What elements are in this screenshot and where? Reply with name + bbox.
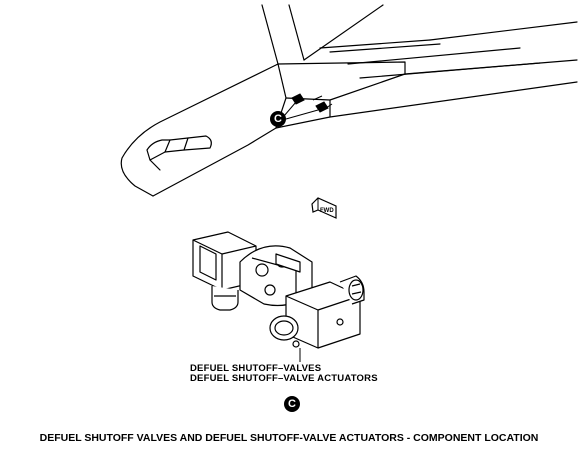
leader-lines xyxy=(283,101,319,120)
fwd-arrow-icon: FWD xyxy=(311,197,337,219)
aircraft-outline xyxy=(120,4,578,197)
fwd-arrow-text: FWD xyxy=(320,208,334,214)
label-defuel-shutoff-valves: DEFUEL SHUTOFF–VALVES xyxy=(190,363,322,374)
figure-title: DEFUEL SHUTOFF VALVES AND DEFUEL SHUTOFF… xyxy=(39,432,539,444)
label-defuel-shutoff-valve-actuators: DEFUEL SHUTOFF–VALVE ACTUATORS xyxy=(190,373,378,384)
valve-assembly-illustration xyxy=(192,231,365,349)
detail-c-label: C xyxy=(274,113,282,125)
detail-c-view-badge: C xyxy=(284,396,300,412)
component-labels: DEFUEL SHUTOFF–VALVES DEFUEL SHUTOFF–VAL… xyxy=(190,364,378,384)
detail-c-view-label: C xyxy=(288,398,296,410)
detail-c-badge: C xyxy=(270,111,286,127)
valve-location-markers xyxy=(291,93,333,113)
